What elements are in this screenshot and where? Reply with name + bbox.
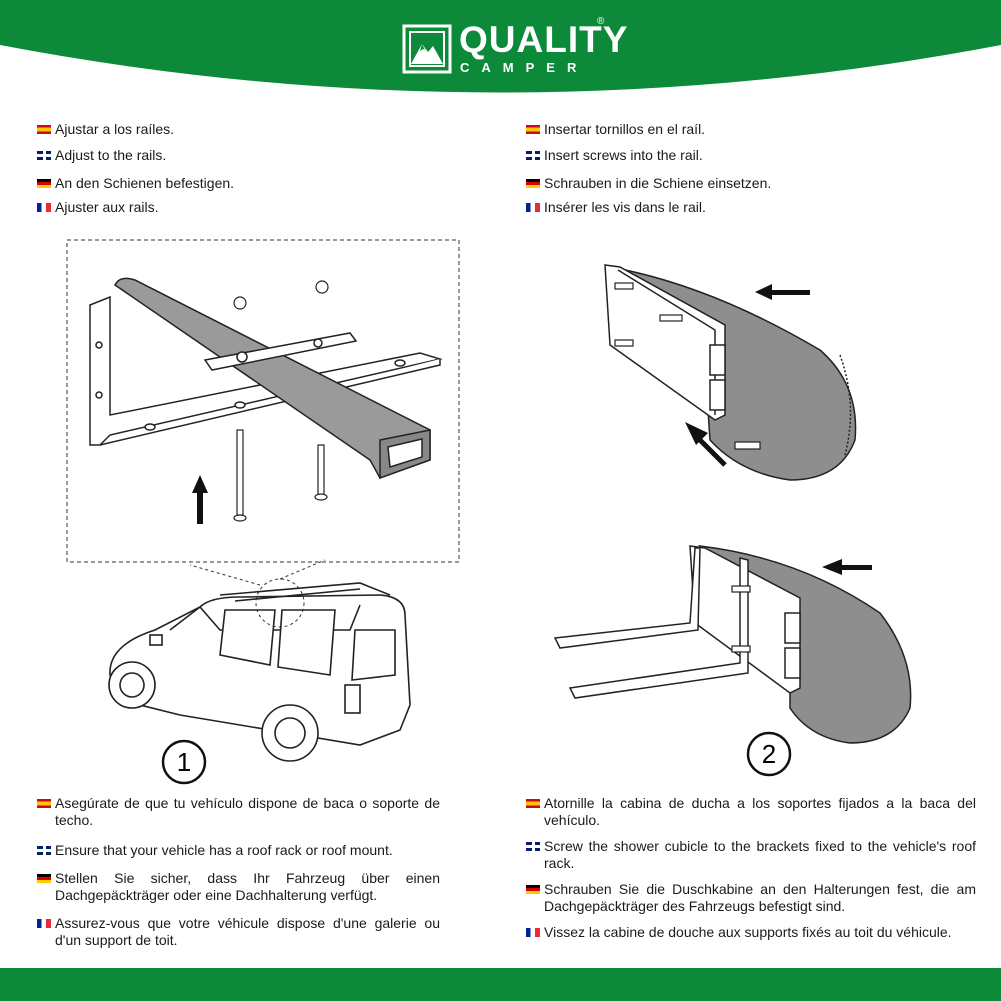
step-2-badge: 2 bbox=[746, 731, 792, 777]
bracket-drawing bbox=[89, 295, 443, 446]
screws-drawing bbox=[614, 282, 761, 450]
callout-lines bbox=[189, 559, 326, 628]
instruction-text-fr: Insérer les vis dans le rail. bbox=[544, 199, 706, 215]
header-banner: QUALITY CAMPER ® bbox=[0, 0, 1001, 110]
france-flag-icon bbox=[37, 919, 51, 928]
instruction-text-es: Insertar tornillos en el raíl. bbox=[544, 121, 706, 137]
uk-flag-icon bbox=[37, 846, 51, 855]
list-item: Ajuster aux rails. bbox=[37, 199, 457, 216]
germany-flag-icon bbox=[526, 179, 540, 188]
instruction-text-gb: Insert screws into the rail. bbox=[544, 147, 703, 163]
left-arrow-icon bbox=[822, 559, 872, 575]
screws-drawing bbox=[233, 429, 328, 522]
list-item: Insérer les vis dans le rail. bbox=[526, 199, 966, 216]
list-item: Insertar tornillos en el raíl. bbox=[526, 121, 966, 138]
list-item: Asegúrate de que tu vehículo dispone de … bbox=[37, 795, 440, 829]
instruction-text-gb: Screw the shower cubicle to the brackets… bbox=[544, 838, 976, 871]
step-1-badge: 1 bbox=[161, 739, 207, 785]
bracket-drawing bbox=[553, 547, 749, 699]
vehicle-drawing bbox=[108, 582, 411, 762]
spain-flag-icon bbox=[526, 125, 540, 134]
list-item: Insert screws into the rail. bbox=[526, 147, 966, 164]
instruction-text-fr: Assurez-vous que votre véhicule dispose … bbox=[55, 915, 440, 948]
instruction-text-es: Ajustar a los raíles. bbox=[55, 121, 175, 137]
up-arrow-icon bbox=[192, 475, 208, 524]
top-right-instructions: Insertar tornillos en el raíl. Insert sc… bbox=[526, 121, 966, 216]
instruction-text-gb: Ensure that your vehicle has a roof rack… bbox=[55, 842, 393, 858]
list-item: Stellen Sie sicher, dass Ihr Fahrzeug üb… bbox=[37, 870, 440, 904]
screws-drawing bbox=[731, 585, 751, 653]
top-left-instructions: Ajustar a los raíles. Adjust to the rail… bbox=[37, 121, 457, 216]
header-background bbox=[0, 0, 1001, 93]
diagonal-arrow-icon bbox=[685, 422, 727, 467]
germany-flag-icon bbox=[37, 179, 51, 188]
left-arrow-icon bbox=[755, 284, 810, 300]
spain-flag-icon bbox=[526, 799, 540, 808]
uk-flag-icon bbox=[37, 151, 51, 160]
germany-flag-icon bbox=[37, 874, 51, 883]
list-item: Atornille la cabina de ducha a los sopor… bbox=[526, 795, 976, 829]
list-item: Schrauben in die Schiene einsetzen. bbox=[526, 175, 966, 192]
brand-logo: QUALITY CAMPER ® bbox=[402, 16, 627, 80]
nuts-drawing bbox=[233, 280, 329, 310]
detail-box bbox=[66, 239, 460, 563]
uk-flag-icon bbox=[526, 842, 540, 851]
list-item: Ajustar a los raíles. bbox=[37, 121, 457, 138]
instruction-text-de: Schrauben Sie die Duschkabine an den Hal… bbox=[544, 881, 976, 914]
france-flag-icon bbox=[526, 928, 540, 937]
brand-subname: CAMPER bbox=[460, 60, 589, 75]
list-item: Screw the shower cubicle to the brackets… bbox=[526, 838, 976, 872]
roof-rack-illustration bbox=[66, 239, 460, 762]
spain-flag-icon bbox=[37, 799, 51, 808]
bottom-left-instructions: Asegúrate de que tu vehículo dispone de … bbox=[37, 795, 440, 949]
step-number: 2 bbox=[762, 739, 776, 769]
brand-name: QUALITY bbox=[459, 19, 629, 60]
registered-mark: ® bbox=[597, 16, 605, 27]
list-item: Assurez-vous que votre véhicule dispose … bbox=[37, 915, 440, 949]
bottom-right-instructions: Atornille la cabina de ducha a los sopor… bbox=[526, 795, 976, 941]
mountain-logo-icon bbox=[402, 24, 452, 74]
rail-screw-illustration bbox=[604, 264, 857, 481]
list-item: Vissez la cabine de douche aux supports … bbox=[526, 924, 976, 941]
step-number: 1 bbox=[177, 747, 191, 777]
instruction-text-de: Stellen Sie sicher, dass Ihr Fahrzeug üb… bbox=[55, 870, 440, 903]
france-flag-icon bbox=[37, 203, 51, 212]
list-item: Schrauben Sie die Duschkabine an den Hal… bbox=[526, 881, 976, 915]
germany-flag-icon bbox=[526, 885, 540, 894]
bracket-mount-illustration bbox=[553, 545, 912, 744]
instruction-text-es: Atornille la cabina de ducha a los sopor… bbox=[544, 795, 976, 828]
list-item: Ensure that your vehicle has a roof rack… bbox=[37, 842, 440, 859]
instruction-text-de: Schrauben in die Schiene einsetzen. bbox=[544, 175, 772, 191]
france-flag-icon bbox=[526, 203, 540, 212]
instruction-text-es: Asegúrate de que tu vehículo dispone de … bbox=[55, 795, 440, 828]
instruction-text-fr: Vissez la cabine de douche aux supports … bbox=[544, 924, 952, 940]
instruction-text-fr: Ajuster aux rails. bbox=[55, 199, 159, 215]
instruction-text-de: An den Schienen befestigen. bbox=[55, 175, 235, 191]
list-item: Adjust to the rails. bbox=[37, 147, 457, 164]
roof-rail-drawing bbox=[114, 277, 431, 480]
rail-drawing bbox=[604, 264, 726, 421]
list-item: An den Schienen befestigen. bbox=[37, 175, 457, 192]
spain-flag-icon bbox=[37, 125, 51, 134]
instruction-text-gb: Adjust to the rails. bbox=[55, 147, 167, 163]
uk-flag-icon bbox=[526, 151, 540, 160]
footer-bar bbox=[0, 968, 1001, 1001]
plate-drawing bbox=[203, 332, 358, 371]
